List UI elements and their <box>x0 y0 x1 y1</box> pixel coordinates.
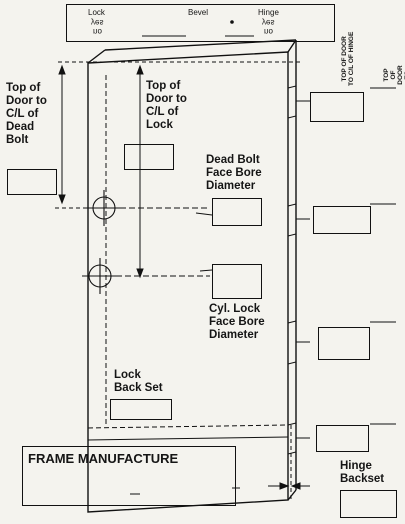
deadbolt-dimension-arrow <box>55 64 90 209</box>
frame-dash-marks <box>130 487 240 495</box>
lock-bore-leader <box>199 269 213 272</box>
hinge-yes-text: yes <box>262 18 275 27</box>
hinge-backset-label: Hinge Backset <box>340 460 385 485</box>
cyl-lock-bore-label: Cyl. Lock Face Bore Diameter <box>209 303 265 341</box>
frame-manufacture-label: FRAME MANUFACTURE <box>28 451 179 466</box>
bevel-header-label: Bevel <box>188 8 209 17</box>
header-bevel-box <box>66 4 335 42</box>
hinge-preps <box>287 85 310 455</box>
top-to-cl-hinge-header: TOP OF DOOR TO C/L OF HINGE <box>341 31 355 86</box>
hinge-no-text: no <box>264 27 273 36</box>
lock-backset-label: Lock Back Set <box>114 369 163 394</box>
top-to-deadbolt-label: Top of Door to C/L of Dead Bolt <box>6 82 47 146</box>
deadbolt-bore-symbol <box>86 190 122 226</box>
lock-yes-text: yes <box>91 18 104 27</box>
cyl-lock-bore-field[interactable] <box>212 264 262 299</box>
hinge-backset-arrow <box>268 482 310 490</box>
lock-no-text: no <box>93 27 102 36</box>
hinge-header-label: Hinge <box>258 8 279 17</box>
lock-dimension-arrow <box>136 64 144 279</box>
top-to-top-hinge-header: TOP OF DOOR TO TOP OF HINGE <box>383 65 405 85</box>
cyl-lock-bore-symbol <box>82 258 118 294</box>
hinge-1-cl-field[interactable] <box>310 92 364 122</box>
hinge-dimension-ticks <box>370 87 396 425</box>
hinge-backset-field[interactable] <box>340 490 397 518</box>
deadbolt-distance-field[interactable] <box>7 169 57 195</box>
lock-backset-field[interactable] <box>110 399 172 420</box>
hinge-3-cl-field[interactable] <box>318 327 370 360</box>
lock-header-label: Lock <box>88 8 105 17</box>
hinge-2-cl-field[interactable] <box>313 206 371 234</box>
frame-manufacture-box[interactable]: FRAME MANUFACTURE <box>22 446 236 506</box>
deadbolt-bore-leader <box>195 212 213 216</box>
deadbolt-bore-label: Dead Bolt Face Bore Diameter <box>206 154 262 192</box>
header-table-lines <box>142 20 254 37</box>
deadbolt-bore-field[interactable] <box>212 198 262 226</box>
frame-section-lines <box>87 424 289 441</box>
lock-distance-field[interactable] <box>124 144 174 170</box>
top-to-lock-label: Top of Door to C/L of Lock <box>146 80 187 131</box>
hinge-4-cl-field[interactable] <box>316 425 369 452</box>
